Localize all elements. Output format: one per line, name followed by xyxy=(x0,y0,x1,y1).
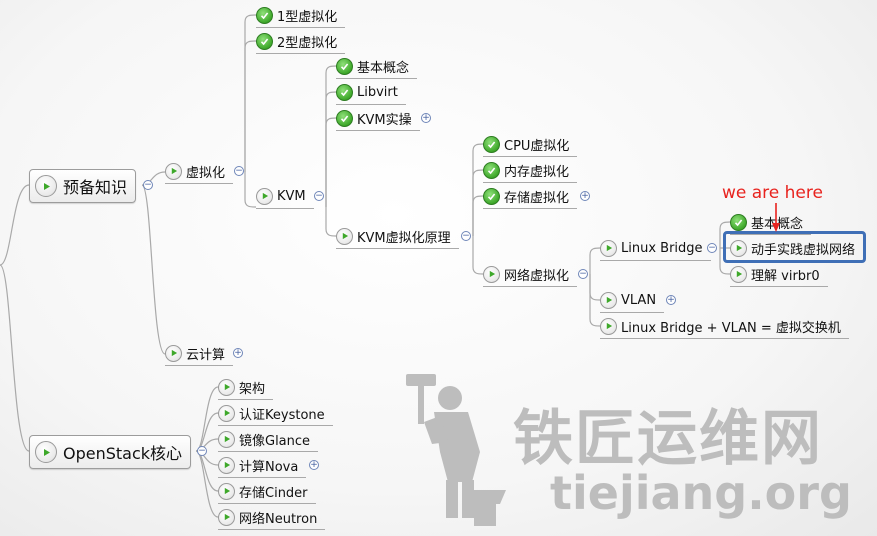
check-icon xyxy=(256,6,273,24)
play-icon xyxy=(35,441,57,463)
node-label: 计算Nova xyxy=(239,459,299,475)
node-label: KVM xyxy=(277,188,306,204)
expand-toggle[interactable]: + xyxy=(233,348,243,358)
node-label: 理解 virbr0 xyxy=(751,268,820,284)
play-icon xyxy=(336,227,353,245)
node-bridge-vlan[interactable]: Linux Bridge + VLAN = 虚拟交换机 xyxy=(600,314,849,339)
play-icon xyxy=(730,265,747,283)
node-cpu[interactable]: CPU虚拟化 xyxy=(483,132,578,157)
node-linux-bridge[interactable]: Linux Bridge xyxy=(600,236,711,261)
node-label: 2型虚拟化 xyxy=(277,35,338,51)
root-node-prerequisites[interactable]: 预备知识 xyxy=(29,169,137,203)
play-icon xyxy=(483,265,500,283)
node-label: KVM实操 xyxy=(357,112,412,128)
expand-toggle[interactable]: + xyxy=(666,295,676,305)
collapse-toggle[interactable]: − xyxy=(578,269,588,279)
collapse-toggle[interactable]: − xyxy=(707,243,717,253)
node-label: 1型虚拟化 xyxy=(277,9,338,25)
node-type2[interactable]: 2型虚拟化 xyxy=(256,29,346,54)
check-icon xyxy=(336,109,353,127)
watermark-en: tiejiang.org xyxy=(550,466,852,520)
play-icon xyxy=(730,239,747,257)
node-label: Linux Bridge xyxy=(621,240,703,256)
node-label: 基本概念 xyxy=(357,60,410,76)
expand-toggle[interactable]: + xyxy=(580,191,590,201)
check-icon xyxy=(730,213,747,231)
node-virbr0[interactable]: 理解 virbr0 xyxy=(730,262,828,287)
collapse-toggle[interactable]: − xyxy=(314,191,324,201)
check-icon xyxy=(256,32,273,50)
node-label: 存储虚拟化 xyxy=(504,190,570,206)
node-label: 内存虚拟化 xyxy=(504,164,570,180)
play-icon xyxy=(600,291,617,309)
node-libvirt[interactable]: Libvirt xyxy=(336,80,406,105)
node-label: 网络虚拟化 xyxy=(504,268,570,284)
play-icon xyxy=(218,482,235,500)
node-label: 认证Keystone xyxy=(239,407,325,423)
play-icon xyxy=(600,239,617,257)
node-label: 预备知识 xyxy=(63,178,128,197)
collapse-toggle[interactable]: − xyxy=(234,166,244,176)
node-cinder[interactable]: 存储Cinder xyxy=(218,479,316,504)
node-glance[interactable]: 镜像Glance xyxy=(218,427,319,452)
play-icon xyxy=(218,378,235,396)
node-label: 网络Neutron xyxy=(239,511,318,527)
check-icon xyxy=(483,135,500,153)
check-icon xyxy=(336,57,353,75)
node-neutron[interactable]: 网络Neutron xyxy=(218,505,326,530)
node-label: 云计算 xyxy=(186,347,226,363)
node-label: 虚拟化 xyxy=(186,165,226,181)
annotation-text: we are here xyxy=(722,183,823,203)
node-network-virt[interactable]: 网络虚拟化 xyxy=(483,262,578,287)
play-icon xyxy=(35,175,57,197)
expand-toggle[interactable]: + xyxy=(421,113,431,123)
node-memory[interactable]: 内存虚拟化 xyxy=(483,158,578,183)
check-icon xyxy=(483,187,500,205)
node-virtualization[interactable]: 虚拟化 xyxy=(165,159,234,184)
node-label: 存储Cinder xyxy=(239,485,308,501)
node-kvm-hands-on[interactable]: KVM实操 xyxy=(336,106,420,131)
node-label: 架构 xyxy=(239,381,266,397)
node-storage-virt[interactable]: 存储虚拟化 xyxy=(483,184,578,209)
node-nova[interactable]: 计算Nova xyxy=(218,453,307,478)
check-icon xyxy=(336,83,353,101)
node-label: Libvirt xyxy=(357,84,398,100)
node-label: 动手实践虚拟网络 xyxy=(751,242,856,258)
node-hands-on-network[interactable]: 动手实践虚拟网络 xyxy=(730,236,863,260)
node-architecture[interactable]: 架构 xyxy=(218,375,274,400)
node-label: KVM虚拟化原理 xyxy=(357,230,451,246)
blacksmith-logo xyxy=(406,374,506,526)
play-icon xyxy=(218,456,235,474)
play-icon xyxy=(600,317,617,335)
node-label: 镜像Glance xyxy=(239,433,311,449)
play-icon xyxy=(165,344,182,362)
play-icon xyxy=(218,508,235,526)
collapse-toggle[interactable]: − xyxy=(197,446,207,456)
play-icon xyxy=(218,404,235,422)
node-label: OpenStack核心 xyxy=(63,444,183,463)
root-node-openstack[interactable]: OpenStack核心 xyxy=(29,435,192,469)
node-kvm[interactable]: KVM xyxy=(256,184,314,209)
play-icon xyxy=(256,187,273,205)
expand-toggle[interactable]: + xyxy=(309,460,319,470)
play-icon xyxy=(218,430,235,448)
watermark-cn: 铁匠运维网 xyxy=(513,404,823,474)
node-type1[interactable]: 1型虚拟化 xyxy=(256,3,346,28)
check-icon xyxy=(483,161,500,179)
node-keystone[interactable]: 认证Keystone xyxy=(218,401,333,426)
annotation-arrow xyxy=(772,203,780,232)
node-vlan[interactable]: VLAN xyxy=(600,288,665,313)
node-cloud[interactable]: 云计算 xyxy=(165,341,234,366)
node-kvm-principles[interactable]: KVM虚拟化原理 xyxy=(336,224,459,249)
node-label: Linux Bridge + VLAN = 虚拟交换机 xyxy=(621,320,841,336)
current-position-highlight xyxy=(723,231,866,263)
node-label: CPU虚拟化 xyxy=(504,138,570,154)
collapse-toggle[interactable]: − xyxy=(143,180,153,190)
node-kvm-basics[interactable]: 基本概念 xyxy=(336,54,418,79)
node-label: VLAN xyxy=(621,292,657,308)
play-icon xyxy=(165,162,182,180)
collapse-toggle[interactable]: − xyxy=(461,231,471,241)
